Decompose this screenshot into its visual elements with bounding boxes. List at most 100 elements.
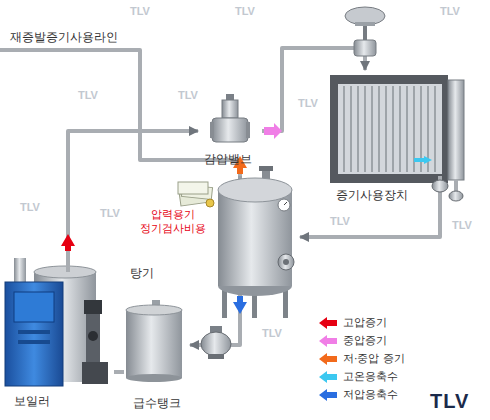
- feed-tank-picture: [126, 305, 182, 315]
- component-box: 보일러: [4, 252, 114, 412]
- legend-arrow: [319, 335, 337, 347]
- flow-arrows: [264, 123, 282, 139]
- boiler-picture: [66, 252, 70, 272]
- legend-label: 고온응축수: [343, 370, 398, 384]
- control-valve-picture: [345, 7, 385, 25]
- component-label: 보일러: [14, 394, 50, 408]
- boiler-picture: [14, 292, 54, 322]
- steam-equipment-picture: [343, 86, 345, 172]
- steam-equipment-picture: [371, 86, 373, 172]
- flash-vessel-picture: [284, 202, 287, 205]
- legend-row: 고압증기: [318, 314, 405, 332]
- money-icon: [178, 182, 208, 194]
- flash-vessel-picture: [278, 199, 290, 211]
- watermark: TLV: [20, 200, 40, 214]
- steam-equipment-picture: [385, 86, 387, 172]
- watermark: TLV: [130, 4, 150, 18]
- component-box: 감압밸브: [198, 96, 262, 168]
- legend-arrow: [319, 389, 337, 401]
- flash-vessel-picture: [278, 254, 294, 270]
- component-label: 증기사용장치: [336, 188, 408, 202]
- legend-label: 저·중압 증기: [343, 352, 405, 366]
- steam-equipment-picture: [344, 86, 435, 172]
- steam-equipment-picture: [357, 86, 359, 172]
- legend-label: 고압증기: [343, 316, 387, 330]
- feed-tank-picture: [126, 310, 182, 378]
- pressure-reducing-valve-picture: [210, 94, 250, 142]
- flow-arrows: [61, 123, 432, 314]
- component-box: 증기사용장치: [328, 70, 476, 206]
- money-icon: [206, 199, 214, 207]
- component-label: 감압밸브: [204, 152, 252, 166]
- legend-row: 고온응축수: [318, 368, 405, 386]
- steam-equipment-picture: [330, 75, 448, 183]
- boiler-picture: [86, 312, 100, 362]
- component-label: 탕기: [130, 266, 154, 280]
- flash-vessel-picture: [218, 178, 292, 202]
- flow-arrows: [61, 234, 75, 251]
- brand-logo: TLV: [430, 390, 469, 412]
- control-valve-picture: [363, 26, 367, 40]
- pressure-reducing-valve-picture: [210, 122, 214, 138]
- component-box: 급수탱크: [124, 298, 190, 412]
- component-label: 급수탱크: [133, 396, 181, 410]
- watermark: TLV: [452, 218, 472, 232]
- legend-swatch: [318, 389, 338, 401]
- watermark: TLV: [178, 88, 198, 102]
- feed-tank-picture: [126, 374, 182, 382]
- boiler-picture: [82, 362, 108, 384]
- pipe-connector: [114, 370, 124, 374]
- steam-equipment-picture: [406, 86, 408, 172]
- flash-vessel-picture: [259, 166, 273, 171]
- boiler-picture: [18, 330, 50, 334]
- legend-label: 중압증기: [343, 334, 387, 348]
- steam-trap-picture: [201, 326, 231, 359]
- boiler-picture: [18, 340, 50, 344]
- steam-trap-picture: [201, 332, 231, 356]
- steam-equipment-picture: [330, 75, 464, 206]
- boiler-picture: [5, 252, 108, 386]
- legend-arrow: [319, 353, 337, 365]
- pressure-reducing-valve-picture: [246, 122, 250, 138]
- control-valve-picture: [354, 40, 376, 56]
- legend-label: 저압응축수: [343, 388, 398, 402]
- steam-equipment-picture: [449, 191, 463, 201]
- boiler-picture: [34, 266, 96, 278]
- steam-equipment-picture: [399, 86, 401, 172]
- steam-equipment-picture: [448, 80, 464, 180]
- flow-arrows: [414, 156, 432, 164]
- legend-swatch: [318, 317, 338, 329]
- legend-swatch: [318, 353, 338, 365]
- watermark: TLV: [100, 206, 120, 220]
- legend-row: 저압응축수: [318, 386, 405, 404]
- steam-trap-picture: [208, 354, 224, 359]
- legend-arrow: [319, 317, 337, 329]
- steam-equipment-picture: [434, 86, 436, 172]
- watermark: TLV: [262, 326, 282, 340]
- line-label: 재증발증기사용라인: [10, 30, 118, 44]
- boiler-picture: [88, 331, 98, 341]
- watermark: TLV: [78, 88, 98, 102]
- legend-row: 저·중압 증기: [318, 350, 405, 368]
- boiler-picture: [5, 282, 63, 386]
- flash-vessel-picture: [218, 166, 294, 318]
- flow-arrows: [233, 296, 247, 314]
- cost-note: 압력용기 정기검사비용: [136, 208, 210, 236]
- steam-equipment-picture: [364, 86, 366, 172]
- watermark: TLV: [330, 214, 350, 228]
- money-icon: [178, 182, 214, 207]
- watermark: TLV: [235, 4, 255, 18]
- legend-row: 중압증기: [318, 332, 405, 350]
- steam-equipment-picture: [378, 86, 380, 172]
- steam-equipment-picture: [350, 86, 352, 172]
- flash-vessel-picture: [218, 190, 292, 286]
- watermark: TLV: [298, 96, 318, 110]
- steam-equipment-picture: [392, 86, 394, 172]
- boiler-picture: [84, 300, 102, 314]
- flash-vessel-picture: [283, 259, 289, 265]
- legend-arrow: [319, 371, 337, 383]
- control-valve-picture: [355, 22, 375, 26]
- feed-tank-picture: [126, 300, 182, 382]
